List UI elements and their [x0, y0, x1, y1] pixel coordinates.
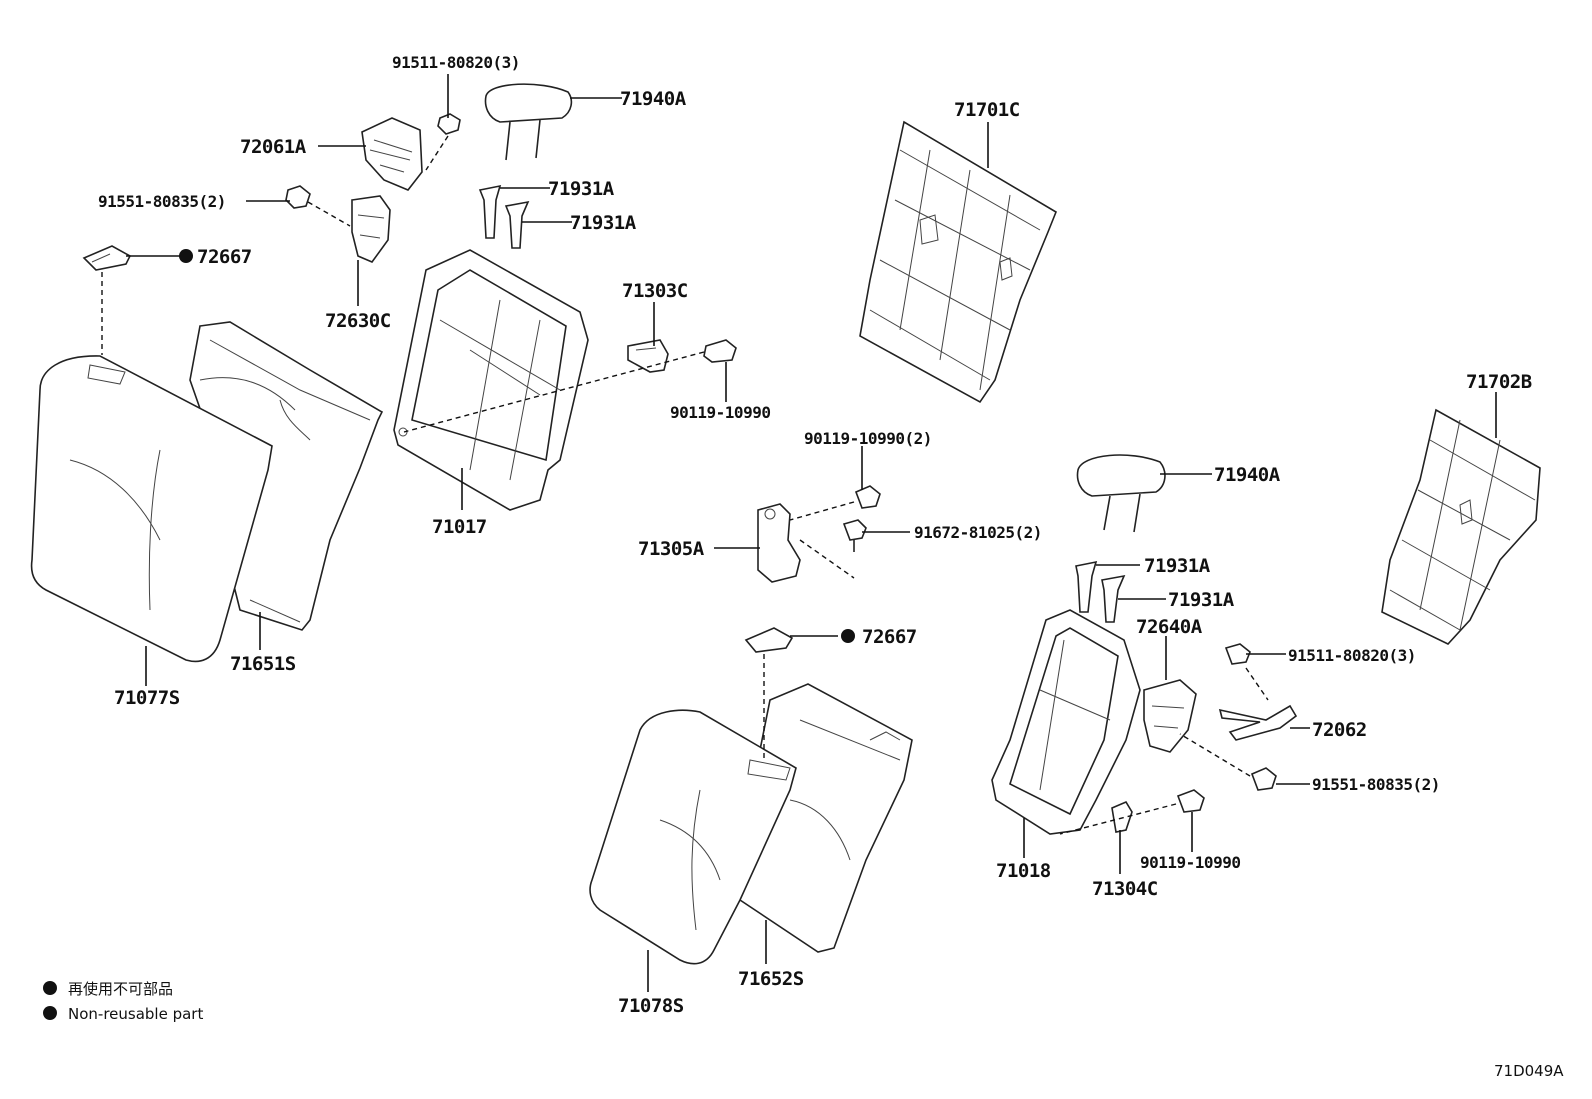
leader-lines: [126, 74, 1497, 992]
headrest-71940A-top: [484, 83, 573, 161]
bolt-91511-bottom: [1224, 643, 1269, 701]
label-72061A: 72061A: [240, 136, 307, 158]
label-91551-bottom: 91551-80835(2): [1312, 775, 1440, 794]
label-72640A: 72640A: [1136, 616, 1203, 638]
non-reusable-marker-mid: [841, 629, 855, 643]
legend: 再使用不可部品 Non-reusable part: [43, 980, 203, 1023]
label-71017: 71017: [432, 516, 487, 538]
label-71303C: 71303C: [622, 280, 688, 302]
label-90119-b: 90119-10990(2): [804, 429, 932, 448]
label-71931A-3: 71931A: [1144, 555, 1211, 577]
seatback-lock-72061A: [361, 117, 423, 191]
headrest-guide-71931A-4: [1101, 574, 1126, 623]
legend-marker-en: [43, 1006, 57, 1020]
bolt-91672: [842, 519, 867, 552]
headrest-guide-71931A-3: [1075, 560, 1098, 613]
label-90119-a: 90119-10990: [670, 403, 770, 422]
label-71304C: 71304C: [1092, 878, 1158, 900]
seatback-pad-71652S: [739, 683, 913, 953]
figure-id: 71D049A: [1494, 1062, 1564, 1080]
label-71652S: 71652S: [738, 968, 804, 990]
label-71931A-2: 71931A: [570, 212, 637, 234]
legend-jp: 再使用不可部品: [68, 980, 173, 998]
label-71702B: 71702B: [1466, 371, 1532, 393]
label-72667-left: 72667: [197, 246, 252, 268]
label-71940A-bottom: 71940A: [1214, 464, 1281, 486]
bolt-90119-c: [1176, 789, 1205, 813]
label-71931A-1: 71931A: [548, 178, 615, 200]
label-71940A-top: 71940A: [620, 88, 687, 110]
label-91672: 91672-81025(2): [914, 523, 1042, 542]
seatback-board-71701C: [859, 120, 1057, 404]
bracket-71304C: [1111, 800, 1133, 833]
label-71305A: 71305A: [638, 538, 705, 560]
seatback-frame-71018: [991, 609, 1141, 835]
bolt-91551-top: [285, 185, 351, 227]
lock-72062: [1218, 704, 1298, 741]
seatback-cover-71077S: [30, 355, 273, 663]
label-71018: 71018: [996, 860, 1051, 882]
lock-cover-72630C: [351, 195, 391, 263]
bolt-91511-top: [425, 113, 461, 171]
label-71077S: 71077S: [114, 687, 180, 709]
label-71931A-4: 71931A: [1168, 589, 1235, 611]
headrest-71940A-bottom: [1076, 454, 1166, 533]
label-72630C: 72630C: [325, 310, 391, 332]
headrest-guide-71931A-1: [478, 184, 502, 239]
legend-marker-jp: [43, 981, 57, 995]
label-71078S: 71078S: [618, 995, 684, 1017]
clip-72667-left: [82, 245, 132, 355]
seatback-cover-71078S: [589, 709, 797, 965]
label-72667-mid: 72667: [862, 626, 917, 648]
bolt-91551-bottom: [1179, 733, 1277, 791]
clip-72667-mid: [744, 627, 794, 760]
seatback-board-71702B: [1381, 408, 1541, 645]
non-reusable-marker-left: [179, 249, 193, 263]
hinge-71305A: [757, 503, 801, 583]
label-91511-bottom: 91511-80820(3): [1288, 646, 1416, 665]
label-91511-top: 91511-80820(3): [392, 53, 520, 72]
label-71701C: 71701C: [954, 99, 1020, 121]
label-71651S: 71651S: [230, 653, 296, 675]
label-90119-c: 90119-10990: [1140, 853, 1240, 872]
bolt-90119-a: [703, 339, 737, 363]
legend-en: Non-reusable part: [68, 1005, 203, 1023]
seatback-frame-71017: [393, 249, 589, 511]
label-72062: 72062: [1312, 719, 1367, 741]
lock-cover-72640A: [1143, 679, 1197, 753]
headrest-guide-71931A-2: [504, 200, 530, 249]
label-91551-top: 91551-80835(2): [98, 192, 226, 211]
bolt-90119-b: [854, 485, 881, 509]
